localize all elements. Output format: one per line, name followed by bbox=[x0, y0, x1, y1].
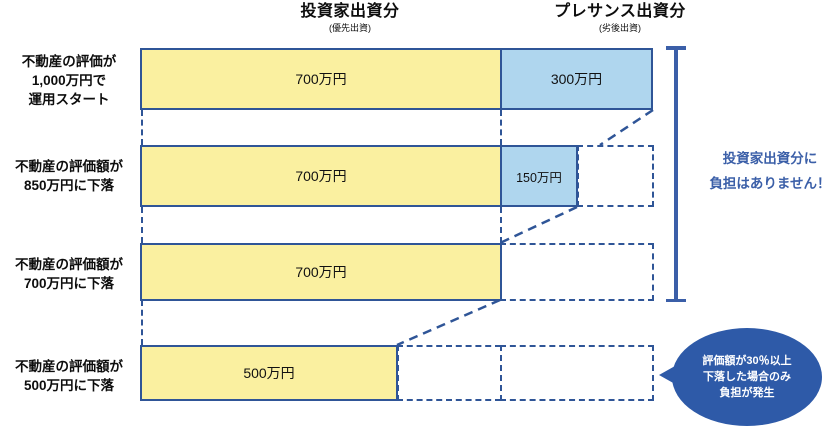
row-label-4: 不動産の評価額が 500万円に下落 bbox=[15, 359, 123, 393]
column-header-pressance: プレサンス出資分 (劣後出資) bbox=[470, 2, 770, 34]
no-burden-note: 投資家出資分に 負担はありません！ bbox=[709, 151, 831, 191]
mid-connector-1 bbox=[500, 110, 502, 145]
bar-investor-row-4: 500万円 bbox=[140, 345, 398, 401]
left-connector-1 bbox=[141, 110, 143, 145]
row-label-1: 不動産の評価が 1,000万円で 運用スタート bbox=[21, 54, 117, 107]
bracket-stem bbox=[674, 46, 678, 302]
bar-investor-row-2: 700万円 bbox=[140, 145, 502, 207]
left-connector-2 bbox=[141, 207, 143, 243]
mid-connector-2 bbox=[500, 207, 502, 243]
burden-callout-text: 評価額が30％以上 下落した場合のみ 負担が発生 bbox=[702, 355, 792, 399]
bar-investor-row-1: 700万円 bbox=[140, 48, 502, 110]
column-header-pressance-title: プレサンス出資分 bbox=[554, 3, 686, 20]
callout-tail-icon bbox=[659, 366, 675, 384]
column-header-investor-subtitle: (優先出資) bbox=[329, 23, 371, 33]
bar-investor-row-3: 700万円 bbox=[140, 243, 502, 301]
bar-pressance-row-1: 300万円 bbox=[500, 48, 653, 110]
burden-callout-bubble: 評価額が30％以上 下落した場合のみ 負担が発生 bbox=[659, 328, 822, 426]
ghost-loss-row-4-b bbox=[500, 345, 654, 401]
bracket-cap-bottom bbox=[666, 298, 686, 302]
ghost-loss-row-2 bbox=[577, 145, 654, 207]
column-header-investor: 投資家出資分 (優先出資) bbox=[200, 2, 500, 34]
ghost-loss-row-4-a bbox=[397, 345, 501, 401]
column-header-pressance-subtitle: (劣後出資) bbox=[599, 23, 641, 33]
row-label-2: 不動産の評価額が 850万円に下落 bbox=[15, 159, 123, 193]
no-burden-bracket bbox=[666, 46, 686, 302]
ghost-loss-row-3 bbox=[500, 243, 654, 301]
bar-pressance-row-2: 150万円 bbox=[500, 145, 578, 207]
column-header-investor-title: 投資家出資分 bbox=[300, 3, 400, 20]
row-label-3: 不動産の評価額が 700万円に下落 bbox=[15, 257, 123, 291]
left-connector-3 bbox=[141, 300, 143, 345]
